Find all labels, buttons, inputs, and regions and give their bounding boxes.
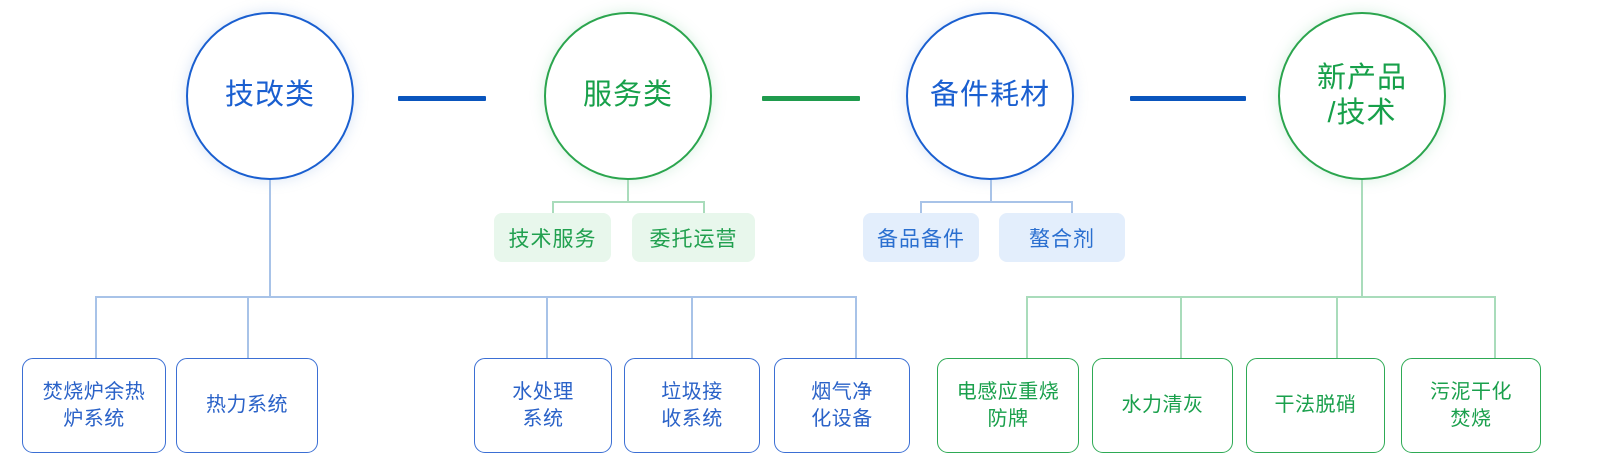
leaf-line: 收系统 — [661, 407, 723, 430]
connector-beijianhaocai-xinchanpin — [1130, 96, 1246, 101]
leaf-label-wunilganhua: 污泥干化 焚烧 — [1430, 379, 1512, 432]
tag-label: 委托运营 — [649, 227, 738, 251]
leaf-box-lajijieshou[interactable]: 垃圾接 收系统 — [624, 358, 760, 453]
leaf-label-dianganying: 电感应重烧 防牌 — [957, 379, 1060, 432]
leaf-label-yanqijinghua: 烟气净 化设备 — [811, 379, 873, 432]
leaf-line: 焚烧 — [1450, 407, 1492, 430]
tree-bus-fuwulei — [552, 201, 704, 203]
circle-line: 技改类 — [224, 79, 315, 112]
tree-drop-weituoyunying — [703, 201, 705, 214]
leaf-box-relixitong[interactable]: 热力系统 — [176, 358, 318, 453]
leaf-box-yanqijinghua[interactable]: 烟气净 化设备 — [774, 358, 910, 453]
tree-drop-aohejui — [1071, 201, 1073, 214]
leaf-line: 垃圾接 — [661, 381, 723, 404]
circle-line: 备件耗材 — [929, 79, 1050, 112]
tree-drop-fenshaolu — [95, 296, 97, 358]
leaf-label-fenshaolu: 焚烧炉余热 炉系统 — [43, 379, 146, 432]
leaf-line: 系统 — [522, 407, 564, 430]
connector-jigailei-fuwulei — [398, 96, 486, 101]
leaf-line: 炉系统 — [63, 407, 125, 430]
tree-drop-beipinbeijian — [920, 201, 922, 214]
circle-line: 新产品 — [1316, 61, 1407, 94]
leaf-box-shuiliqinghui[interactable]: 水力清灰 — [1092, 358, 1233, 453]
leaf-label-relixitong: 热力系统 — [206, 392, 288, 418]
tree-bus-beijianhaocai — [920, 201, 1072, 203]
leaf-line: 防牌 — [987, 407, 1029, 430]
connector-fuwulei-beijianhaocai — [762, 96, 860, 101]
tree-drop-wunilganhua — [1494, 296, 1496, 358]
circle-node-jigailei[interactable]: 技改类 — [186, 12, 354, 180]
circle-line: /技术 — [1327, 97, 1397, 129]
tag-label: 备品备件 — [877, 227, 965, 251]
leaf-box-dianganying[interactable]: 电感应重烧 防牌 — [937, 358, 1079, 453]
circle-label-beijianhaocai: 备件耗材 — [930, 78, 1050, 113]
leaf-box-fenshaolu[interactable]: 焚烧炉余热 炉系统 — [22, 358, 166, 453]
leaf-line: 水处理 — [512, 381, 574, 404]
tag-beipinbeijian[interactable]: 备品备件 — [863, 213, 979, 262]
leaf-label-shuichuli: 水处理 系统 — [512, 379, 574, 432]
tag-label: 螯合剂 — [1029, 227, 1095, 251]
leaf-line: 水力清灰 — [1121, 394, 1204, 417]
leaf-line: 干法脱硝 — [1274, 394, 1357, 417]
leaf-box-ganfatuoxiao[interactable]: 干法脱硝 — [1246, 358, 1385, 453]
tag-jishufuwu[interactable]: 技术服务 — [494, 213, 611, 262]
tree-drop-ganfatuoxiao — [1336, 296, 1338, 358]
leaf-label-lajijieshou: 垃圾接 收系统 — [661, 379, 723, 432]
leaf-label-shuiliqinghui: 水力清灰 — [1122, 392, 1204, 418]
tag-aohejui[interactable]: 螯合剂 — [999, 213, 1125, 262]
tree-stem-xinchanpin — [1361, 180, 1363, 297]
leaf-line: 焚烧炉余热 — [42, 381, 146, 404]
leaf-line: 热力系统 — [206, 394, 288, 417]
tree-drop-shuichuli — [546, 296, 548, 358]
circle-node-xinchanpin[interactable]: 新产品 /技术 — [1278, 12, 1446, 180]
tag-weituoyunying[interactable]: 委托运营 — [632, 213, 755, 262]
tree-stem-fuwulei — [627, 180, 629, 202]
tree-drop-relixitong — [247, 296, 249, 358]
circle-node-fuwulei[interactable]: 服务类 — [544, 12, 712, 180]
tree-drop-lajijieshou — [691, 296, 693, 358]
tree-drop-yanqijinghua — [855, 296, 857, 358]
circle-node-beijianhaocai[interactable]: 备件耗材 — [906, 12, 1074, 180]
tree-drop-dianganying — [1026, 296, 1028, 358]
tree-stem-beijianhaocai — [990, 180, 992, 202]
tree-bus-green-leaves — [1026, 296, 1495, 298]
circle-line: 服务类 — [582, 79, 673, 112]
leaf-line: 化设备 — [811, 407, 873, 430]
leaf-line: 电感应重烧 — [956, 381, 1060, 404]
tree-drop-shuiliqinghui — [1180, 296, 1182, 358]
leaf-box-shuichuli[interactable]: 水处理 系统 — [474, 358, 612, 453]
tag-label: 技术服务 — [508, 227, 597, 251]
circle-label-fuwulei: 服务类 — [583, 78, 673, 113]
tree-bus-blue-leaves — [95, 296, 856, 298]
leaf-line: 烟气净 — [811, 381, 873, 404]
leaf-label-ganfatuoxiao: 干法脱硝 — [1275, 392, 1357, 418]
leaf-box-wunilganhua[interactable]: 污泥干化 焚烧 — [1401, 358, 1541, 453]
leaf-line: 污泥干化 — [1430, 381, 1512, 404]
tree-stem-jigailei — [269, 180, 271, 297]
tree-drop-jishufuwu — [552, 201, 554, 214]
circle-label-jigailei: 技改类 — [225, 78, 315, 113]
circle-label-xinchanpin: 新产品 /技术 — [1317, 61, 1407, 132]
